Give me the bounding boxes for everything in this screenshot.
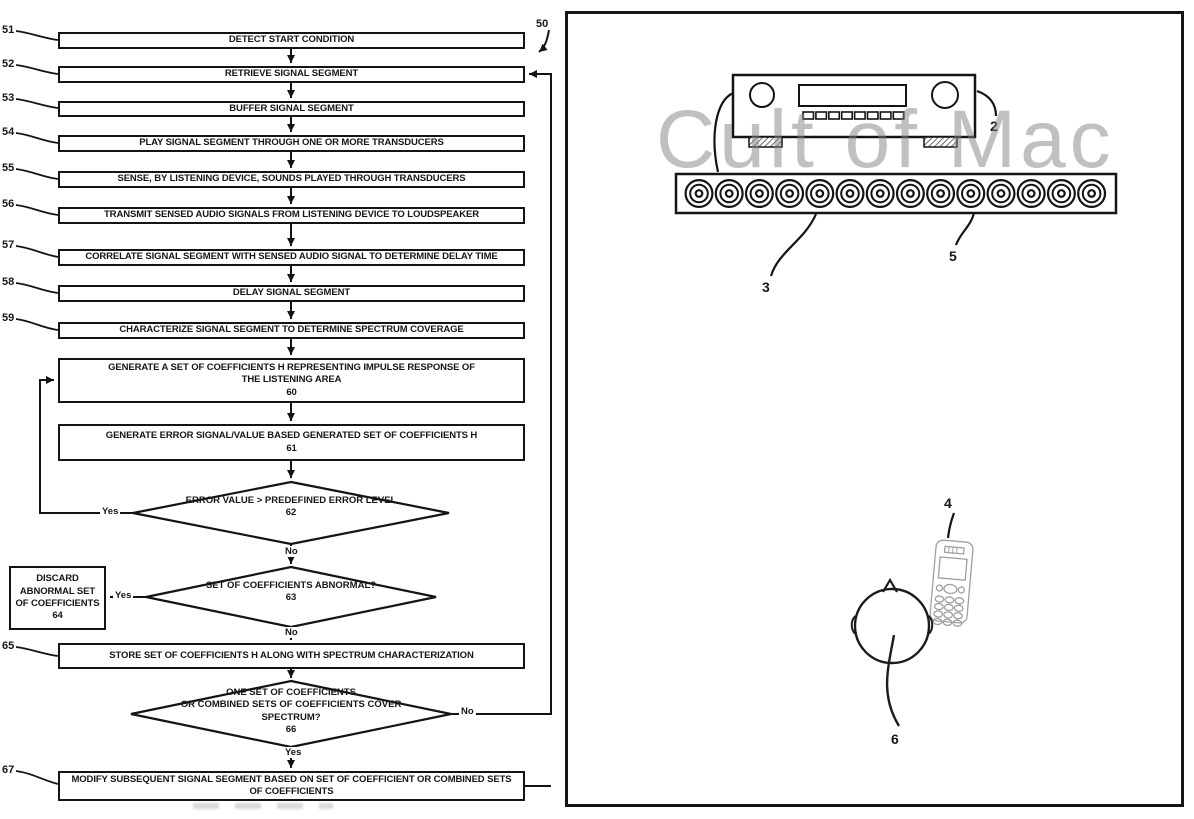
receiver-foot-left: [748, 136, 783, 148]
ref-59: 59: [2, 312, 15, 324]
ear-right: [927, 615, 934, 635]
av-receiver: [713, 73, 998, 173]
decision-63-label: SET OF COEFFICIENTS ABNORMAL? 63: [205, 580, 377, 604]
ref-54: 54: [2, 126, 15, 138]
listener-head: [850, 577, 934, 727]
flow-box-61: GENERATE ERROR SIGNAL/VALUE BASED GENERA…: [58, 424, 525, 461]
speaker-drivers: [684, 179, 1107, 208]
flow-box-54: PLAY SIGNAL SEGMENT THROUGH ONE OR MORE …: [58, 135, 525, 152]
ref-phone-4: 4: [944, 495, 952, 511]
receiver-foot-right: [923, 136, 958, 148]
flow-box-51: DETECT START CONDITION: [58, 32, 525, 49]
ref-67: 67: [2, 764, 15, 776]
flow-box-64: DISCARD ABNORMAL SET OF COEFFICIENTS 64: [9, 566, 106, 630]
ref-speaker-unit-5: 5: [949, 248, 957, 264]
leader-5: [954, 212, 976, 246]
decision-diamonds: [130, 480, 452, 749]
ref-listener-6: 6: [891, 731, 899, 747]
ref-56: 56: [2, 198, 15, 210]
remote-phone: [929, 539, 974, 627]
decision-63-number: 63: [285, 592, 297, 604]
device-panel-frame: [565, 11, 1184, 807]
ref-speaker-bar-3: 3: [762, 279, 770, 295]
phone-keypad: [932, 595, 965, 627]
box-64-number: 64: [52, 610, 63, 622]
flow-box-58: DELAY SIGNAL SEGMENT: [58, 285, 525, 302]
decision-62-number: 62: [285, 507, 297, 519]
branch-62-yes: Yes: [100, 506, 121, 517]
print-artifact: [193, 803, 333, 809]
receiver-wire: [713, 92, 734, 173]
ref-57: 57: [2, 239, 15, 251]
ref-55: 55: [2, 162, 15, 174]
number-leaders: [15, 30, 59, 785]
branch-62-no: No: [283, 546, 300, 557]
leader-2: [976, 89, 998, 117]
leader-4: [946, 512, 956, 539]
branch-66-no: No: [459, 706, 476, 717]
branch-66-yes: Yes: [283, 747, 304, 758]
leader-3: [769, 213, 818, 277]
decision-62-label: ERROR VALUE > PREDEFINED ERROR LEVEL 62: [185, 495, 397, 519]
branch-63-yes: Yes: [113, 590, 134, 601]
flow-box-60: GENERATE A SET OF COEFFICIENTS H REPRESE…: [58, 358, 525, 403]
decision-66-label: ONE SET OF COEFFICIENTS OR COMBINED SETS…: [180, 687, 402, 736]
flow-box-55: SENSE, BY LISTENING DEVICE, SOUNDS PLAYE…: [58, 171, 525, 188]
flow-box-57: CORRELATE SIGNAL SEGMENT WITH SENSED AUD…: [58, 249, 525, 266]
box-61-number: 61: [286, 442, 297, 454]
branch-63-no: No: [283, 627, 300, 638]
watermark-text: Cult of Mac: [656, 94, 1115, 185]
ref-51: 51: [2, 24, 15, 36]
speaker-bar: [674, 172, 1118, 277]
leader-6: [885, 634, 901, 727]
flow-box-53: BUFFER SIGNAL SEGMENT: [58, 101, 525, 117]
flow-box-59: CHARACTERIZE SIGNAL SEGMENT TO DETERMINE…: [58, 322, 525, 339]
ref-58: 58: [2, 276, 15, 288]
decision-66-number: 66: [285, 724, 297, 736]
ref-53: 53: [2, 92, 15, 104]
flow-box-65: STORE SET OF COEFFICIENTS H ALONG WITH S…: [58, 643, 525, 669]
flow-box-56: TRANSMIT SENSED AUDIO SIGNALS FROM LISTE…: [58, 207, 525, 224]
ref-50: 50: [536, 18, 549, 30]
ref-52: 52: [2, 58, 15, 70]
ear-left: [850, 615, 857, 635]
ref-receiver-2: 2: [990, 118, 998, 134]
box-60-number: 60: [286, 386, 297, 398]
flow-box-67: MODIFY SUBSEQUENT SIGNAL SEGMENT BASED O…: [58, 771, 525, 801]
flow-box-52: RETRIEVE SIGNAL SEGMENT: [58, 66, 525, 83]
ref-65: 65: [2, 640, 15, 652]
